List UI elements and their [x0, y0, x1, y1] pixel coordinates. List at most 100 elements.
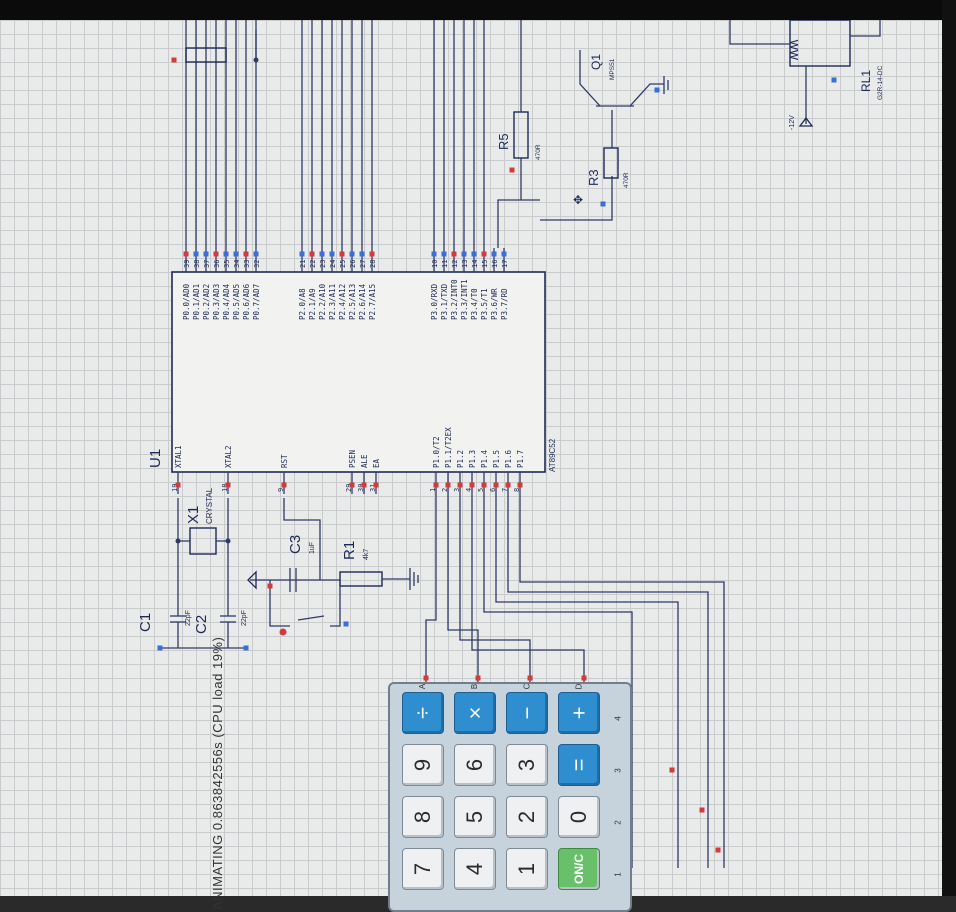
mcu-left-pin-num: 30: [357, 484, 365, 492]
keypad-key[interactable]: 6: [454, 744, 496, 786]
resistor-r3[interactable]: [603, 147, 619, 179]
keypad-key[interactable]: ON/C: [558, 848, 600, 890]
keypad-key[interactable]: −: [506, 692, 548, 734]
mcu-left-pin-label: PSEN: [348, 450, 357, 468]
keypad-col-label: 2: [613, 820, 623, 825]
keypad-key-label: 3: [514, 758, 539, 772]
keypad-row-label: D: [574, 683, 584, 690]
mcu-left-pin-num: 29: [345, 484, 353, 492]
keypad-key[interactable]: 5: [454, 796, 496, 838]
pin-marker: [343, 621, 349, 627]
keypad-key[interactable]: 9: [402, 744, 444, 786]
keypad-key[interactable]: 4: [454, 848, 496, 890]
mcu-left-pin-marker: [481, 482, 487, 488]
mcu-right-pin-num: 25: [339, 260, 347, 268]
transistor-q1-value: MPS51: [609, 58, 616, 80]
reset-switch-button[interactable]: [279, 628, 287, 636]
mcu-right-pin-label: P2.1/A9: [308, 288, 317, 320]
transistor-q1-emitter: [629, 83, 664, 107]
mcu-right-pin-label: P2.7/A15: [368, 284, 377, 320]
resistor-r5[interactable]: [513, 111, 529, 159]
capacitor-c1-ref: C1: [137, 613, 154, 632]
wire: [729, 20, 790, 45]
wire: [540, 176, 613, 221]
resistor-r1[interactable]: [339, 571, 383, 587]
keypad-key-label: 7: [410, 862, 435, 876]
keypad-key[interactable]: 1: [506, 848, 548, 890]
keypad-key[interactable]: =: [558, 744, 600, 786]
mcu-right-pin-num: 24: [329, 260, 337, 268]
keypad-key-label: ON/C: [572, 854, 586, 884]
pin-marker: [699, 807, 705, 813]
mcu-left-pin-num: 18: [221, 484, 229, 492]
keypad-row-label: A: [418, 683, 428, 690]
mcu-left-pin-marker: [225, 482, 231, 488]
crystal-x1[interactable]: [189, 527, 217, 555]
keypad-key[interactable]: +: [558, 692, 600, 734]
pin-marker: [243, 645, 249, 651]
simulation-status: ANIMATING 0.863842556s (CPU load 19%): [210, 610, 232, 910]
keypad-key[interactable]: ÷: [402, 692, 444, 734]
relay-coil-icon: ʍʍ: [785, 39, 801, 60]
keypad-key[interactable]: 8: [402, 796, 444, 838]
rst-wire: [283, 498, 321, 580]
keypad-key-label: 5: [462, 810, 487, 824]
mcu-right-pin-num: 16: [491, 260, 499, 268]
keypad-row-label: B: [470, 683, 480, 690]
mcu-right-pin-num: 38: [193, 260, 201, 268]
resistor-r3-ref: R3: [586, 169, 601, 186]
transistor-q1-collector: [579, 50, 601, 107]
mcu-right-pin-label: P0.2/AD2: [202, 284, 211, 320]
mcu-right-pin-label: P0.1/AD1: [192, 284, 201, 320]
mcu-left-pin-label: P1.6: [504, 449, 513, 468]
mcu-left-pin-num: 9: [277, 488, 285, 492]
mcu-left-pin-label: RST: [280, 454, 289, 468]
mcu-body[interactable]: [171, 271, 546, 473]
keypad-row-label: C: [522, 683, 532, 690]
keypad-key[interactable]: ×: [454, 692, 496, 734]
pin-marker: [600, 201, 606, 207]
keypad-key[interactable]: 0: [558, 796, 600, 838]
capacitor-c2-value: 22pF: [241, 610, 248, 626]
keypad-key[interactable]: 3: [506, 744, 548, 786]
mcu-right-pin-marker: [491, 251, 497, 257]
keypad-key-label: −: [513, 706, 539, 720]
mcu-left-pin-num: 5: [477, 488, 485, 492]
mcu-left-pin-num: 3: [453, 488, 461, 492]
mcu-left-pin-marker: [433, 482, 439, 488]
resistor-r1-ref: R1: [341, 541, 358, 560]
mcu-right-pin-label: P3.7/RD: [500, 288, 509, 320]
wire: [850, 20, 881, 37]
mcu-right-pin-label: P2.5/A13: [348, 284, 357, 320]
crystal-ref-label: X1: [185, 506, 202, 524]
pin-marker: [581, 675, 587, 681]
relay-rl1[interactable]: [789, 20, 851, 67]
keypad-key-label: +: [565, 706, 591, 720]
mcu-right-pin-num: 33: [243, 260, 251, 268]
mcu-right-pin-num: 26: [349, 260, 357, 268]
keypad-key-label: 9: [410, 758, 435, 772]
mcu-right-pin-label: P3.1/TXD: [440, 283, 449, 320]
mcu-right-pin-marker: [299, 251, 305, 257]
resistor-pullup[interactable]: [185, 47, 227, 63]
keypad-row-wire: [459, 494, 531, 686]
mcu-right-pin-num: 37: [203, 260, 211, 268]
mcu-right-pin-num: 34: [233, 260, 241, 268]
keypad-key[interactable]: 2: [506, 796, 548, 838]
mcu-right-pin-label: P2.4/A12: [338, 284, 347, 320]
keypad-key[interactable]: 7: [402, 848, 444, 890]
mcu-left-pin-marker: [457, 482, 463, 488]
mcu-left-pin-num: 19: [171, 484, 179, 492]
mcu-right-pin-marker: [431, 251, 437, 257]
mcu-right-pin-label: P3.4/T0: [470, 288, 479, 320]
mcu-right-pin-label: P0.6/AD6: [242, 283, 251, 320]
mcu-right-pin-num: 27: [359, 260, 367, 268]
mcu-right-pin-num: 10: [431, 260, 439, 268]
mcu-left-pin-label: P1.3: [468, 450, 477, 468]
mcu-right-pin-marker: [349, 251, 355, 257]
mcu-right-pin-label: P0.5/AD5: [232, 284, 241, 320]
mcu-right-pin-marker: [329, 251, 335, 257]
